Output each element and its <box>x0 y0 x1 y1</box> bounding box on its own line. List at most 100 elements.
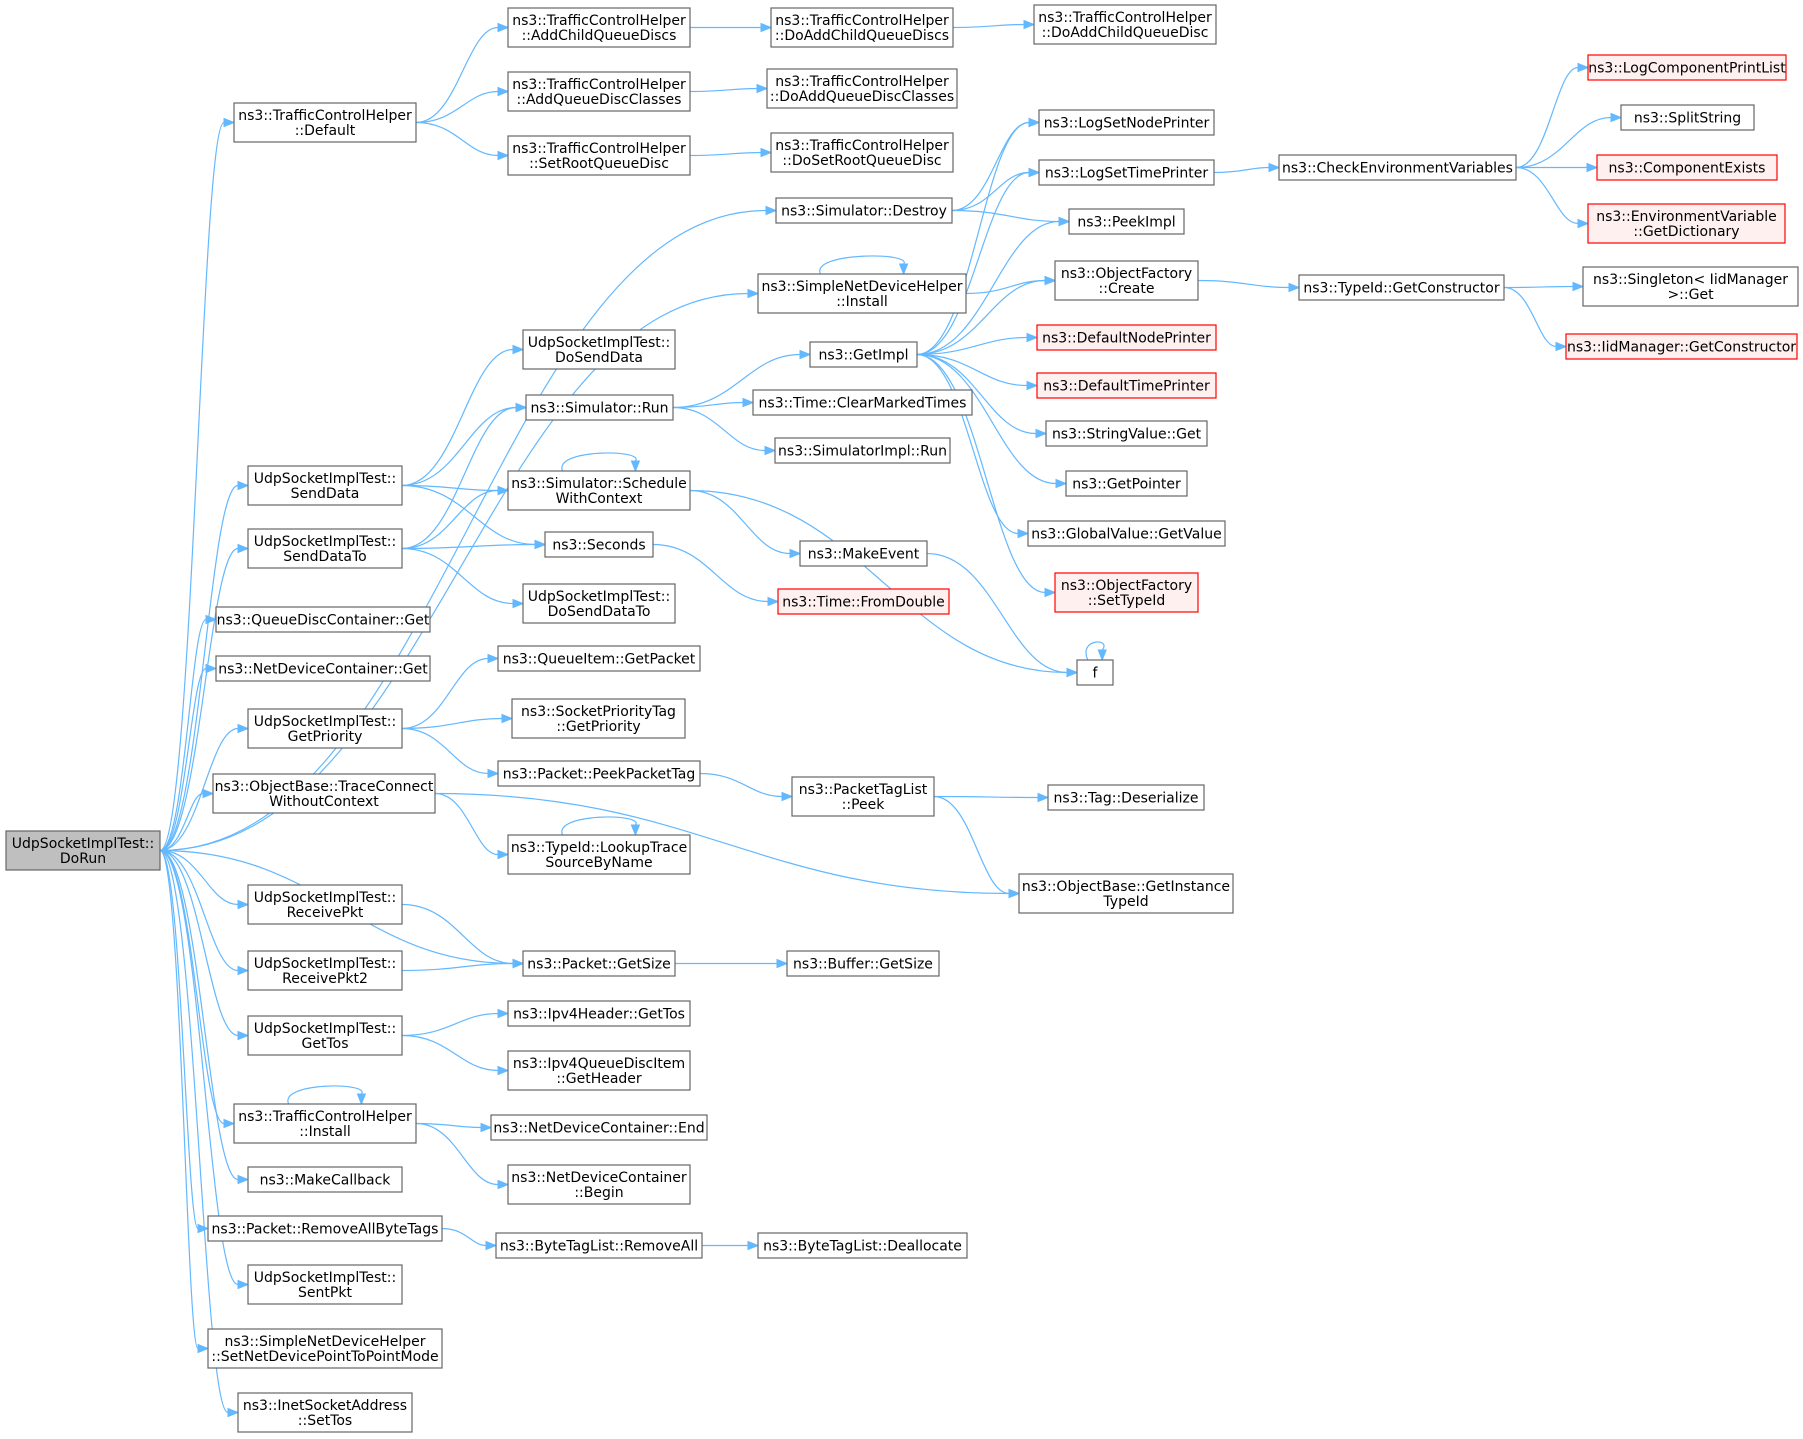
node-udpsocketimpltest-dosenddatato[interactable]: UdpSocketImplTest::DoSendDataTo <box>522 583 676 624</box>
edge-line <box>933 795 1010 895</box>
edge-line <box>159 849 199 1350</box>
node-udpsocketimpltest-sentpkt[interactable]: UdpSocketImplTest::SentPkt <box>247 1264 403 1305</box>
node-udpsocketimpltest-dosenddata[interactable]: UdpSocketImplTest::DoSendData <box>522 329 676 370</box>
node-ns3-queueitem-getpacket[interactable]: ns3::QueueItem::GetPacket <box>497 645 701 672</box>
node-ns3-simplenetdevicehelper-setnetdevicepointtopointmode[interactable]: ns3::SimpleNetDeviceHelper::SetNetDevice… <box>207 1328 443 1369</box>
node-ns3-iidmanager-getconstructor[interactable]: ns3::IidManager::GetConstructor <box>1565 333 1798 360</box>
node-ns3-inetsocketaddress-settos[interactable]: ns3::InetSocketAddress::SetTos <box>237 1392 413 1433</box>
node-box <box>1065 470 1188 497</box>
node-ns3-time-fromdouble[interactable]: ns3::Time::FromDouble <box>777 588 950 615</box>
node-box <box>497 760 701 787</box>
edge-line <box>159 849 239 1286</box>
edge-arrowhead <box>1028 117 1041 128</box>
edge-arrowhead <box>760 22 773 33</box>
node-label: ReceivePkt2 <box>282 971 368 987</box>
edge-n64-n65 <box>441 1227 498 1251</box>
edge-line <box>699 772 783 798</box>
edge-line <box>1213 166 1270 174</box>
edge-line <box>401 717 503 730</box>
node-ns3-socketprioritytag-getpriority[interactable]: ns3::SocketPriorityTag::GetPriority <box>511 698 686 739</box>
edge-n31-n23 <box>401 344 525 487</box>
node-label: UdpSocketImplTest:: <box>528 589 670 605</box>
node-ns3-splitstring[interactable]: ns3::SplitString <box>1620 104 1755 131</box>
node-ns3-ipv4queuediscitem-getheader[interactable]: ns3::Ipv4QueueDiscItem::GetHeader <box>507 1050 691 1091</box>
edge-line <box>401 484 536 546</box>
node-ns3-simulatorimpl-run[interactable]: ns3::SimulatorImpl::Run <box>774 437 951 464</box>
node-ns3-getimpl[interactable]: ns3::GetImpl <box>809 341 918 368</box>
node-ns3-getpointer[interactable]: ns3::GetPointer <box>1065 470 1188 497</box>
node-label: ns3::TrafficControlHelper <box>512 141 686 157</box>
node-ns3-trafficcontrolhelper-install[interactable]: ns3::TrafficControlHelper::Install <box>233 1103 417 1144</box>
node-ns3-objectfactory-settypeid[interactable]: ns3::ObjectFactory::SetTypeId <box>1054 572 1199 613</box>
edge-arrowhead <box>237 965 250 976</box>
node-ns3-trafficcontrolhelper-doaddchildqueuedisc[interactable]: ns3::TrafficControlHelper::DoAddChildQue… <box>1033 4 1217 45</box>
node-box <box>1620 104 1755 131</box>
node-box <box>247 1015 403 1056</box>
node-ns3-trafficcontrolhelper-doaddchildqueuediscs[interactable]: ns3::TrafficControlHelper::DoAddChildQue… <box>770 7 954 48</box>
node-ns3-simplenetdevicehelper-install[interactable]: ns3::SimpleNetDeviceHelper::Install <box>757 273 967 314</box>
node-ns3-logsetnodeprinter[interactable]: ns3::LogSetNodePrinter <box>1038 109 1215 136</box>
node-box <box>507 1164 691 1205</box>
node-ns3-time-clearmarkedtimes[interactable]: ns3::Time::ClearMarkedTimes <box>752 389 973 416</box>
node-ns3-objectbase-traceconnectwithoutcontext[interactable]: ns3::ObjectBase::TraceConnectWithoutCont… <box>212 773 436 814</box>
node-ns3-trafficcontrolhelper-addqueuediscclasses[interactable]: ns3::TrafficControlHelper::AddQueueDiscC… <box>507 71 691 112</box>
node-ns3-peekimpl[interactable]: ns3::PeekImpl <box>1068 208 1185 235</box>
edge-arrowhead <box>501 713 514 724</box>
node-ns3-bytetaglist-removeall[interactable]: ns3::ByteTagList::RemoveAll <box>495 1232 703 1259</box>
node-ns3-trafficcontrolhelper-setrootqueuedisc[interactable]: ns3::TrafficControlHelper::SetRootQueueD… <box>507 135 691 176</box>
node-ns3-trafficcontrolhelper-dosetrootqueuedisc[interactable]: ns3::TrafficControlHelper::DoSetRootQueu… <box>770 132 954 173</box>
node-ns3-packet-peekpackettag[interactable]: ns3::Packet::PeekPacketTag <box>497 760 701 787</box>
node-ns3-objectfactory-create[interactable]: ns3::ObjectFactory::Create <box>1054 260 1199 301</box>
node-ns3-defaulttimeprinter[interactable]: ns3::DefaultTimePrinter <box>1036 372 1217 399</box>
edge-arrowhead <box>1066 667 1079 678</box>
node-ns3-makecallback[interactable]: ns3::MakeCallback <box>247 1166 403 1193</box>
node-ns3-defaultnodeprinter[interactable]: ns3::DefaultNodePrinter <box>1036 324 1217 351</box>
node-udpsocketimpltest-receivepkt2[interactable]: UdpSocketImplTest::ReceivePkt2 <box>247 950 403 991</box>
node-f[interactable]: f <box>1076 659 1114 686</box>
node-udpsocketimpltest-receivepkt[interactable]: UdpSocketImplTest::ReceivePkt <box>247 884 403 925</box>
node-ns3-ipv4header-gettos[interactable]: ns3::Ipv4Header::GetTos <box>507 1000 691 1027</box>
edge-arrowhead <box>202 788 215 799</box>
node-ns3-logcomponentprintlist[interactable]: ns3::LogComponentPrintList <box>1587 54 1787 81</box>
node-label: DoRun <box>60 851 106 867</box>
node-udpsocketimpltest-getpriority[interactable]: UdpSocketImplTest::GetPriority <box>247 708 403 749</box>
node-ns3-netdevicecontainer-end[interactable]: ns3::NetDeviceContainer::End <box>490 1114 708 1141</box>
node-ns3-makeevent[interactable]: ns3::MakeEvent <box>799 540 928 567</box>
node-udpsocketimpltest-senddatato[interactable]: UdpSocketImplTest::SendDataTo <box>247 528 403 569</box>
node-ns3-trafficcontrolhelper-default[interactable]: ns3::TrafficControlHelper::Default <box>233 102 417 143</box>
node-ns3-packettaglist-peek[interactable]: ns3::PacketTagList::Peek <box>791 776 935 817</box>
node-ns3-checkenvironmentvariables[interactable]: ns3::CheckEnvironmentVariables <box>1278 154 1517 181</box>
edge-arrowhead <box>205 614 218 625</box>
node-ns3-globalvalue-getvalue[interactable]: ns3::GlobalValue::GetValue <box>1027 520 1226 547</box>
node-ns3-stringvalue-get[interactable]: ns3::StringValue::Get <box>1045 420 1208 447</box>
node-ns3-typeid-getconstructor[interactable]: ns3::TypeId::GetConstructor <box>1298 274 1505 301</box>
node-ns3-logsettimeprinter[interactable]: ns3::LogSetTimePrinter <box>1038 159 1215 186</box>
node-ns3-singleton-iidmanager-get[interactable]: ns3::Singleton< IidManager>::Get <box>1582 266 1799 307</box>
node-ns3-trafficcontrolhelper-addchildqueuediscs[interactable]: ns3::TrafficControlHelper::AddChildQueue… <box>507 7 691 48</box>
edge-line <box>689 87 758 93</box>
node-udpsocketimpltest-senddata[interactable]: UdpSocketImplTest::SendData <box>247 465 403 506</box>
node-ns3-tag-deserialize[interactable]: ns3::Tag::Deserialize <box>1047 784 1205 811</box>
node-ns3-buffer-getsize[interactable]: ns3::Buffer::GetSize <box>786 950 940 977</box>
node-ns3-seconds[interactable]: ns3::Seconds <box>544 531 654 558</box>
node-ns3-netdevicecontainer-begin[interactable]: ns3::NetDeviceContainer::Begin <box>507 1164 691 1205</box>
node-udpsocketimpltest-dorun[interactable]: UdpSocketImplTest::DoRun <box>5 830 161 871</box>
node-label: ns3::TrafficControlHelper <box>238 108 412 124</box>
node-box <box>1027 520 1226 547</box>
node-udpsocketimpltest-gettos[interactable]: UdpSocketImplTest::GetTos <box>247 1015 403 1056</box>
node-ns3-packet-getsize[interactable]: ns3::Packet::GetSize <box>522 950 676 977</box>
node-label: ns3::Tag::Deserialize <box>1054 791 1199 807</box>
node-ns3-environmentvariable-getdictionary[interactable]: ns3::EnvironmentVariable::GetDictionary <box>1587 203 1786 244</box>
node-ns3-bytetaglist-deallocate[interactable]: ns3::ByteTagList::Deallocate <box>757 1232 968 1259</box>
node-ns3-componentexists[interactable]: ns3::ComponentExists <box>1596 154 1778 181</box>
node-ns3-trafficcontrolhelper-doaddqueuediscclasses[interactable]: ns3::TrafficControlHelper::DoAddQueueDis… <box>766 68 958 109</box>
node-ns3-packet-removeallbytetags[interactable]: ns3::Packet::RemoveAllByteTags <box>207 1215 443 1242</box>
node-ns3-simulator-destroy[interactable]: ns3::Simulator::Destroy <box>775 197 953 224</box>
node-ns3-simulator-run[interactable]: ns3::Simulator::Run <box>525 394 674 421</box>
node-ns3-netdevicecontainer-get[interactable]: ns3::NetDeviceContainer::Get <box>215 655 431 682</box>
node-ns3-queuedisccontainer-get[interactable]: ns3::QueueDiscContainer::Get <box>215 606 431 633</box>
node-label: ns3::PeekImpl <box>1077 215 1175 231</box>
